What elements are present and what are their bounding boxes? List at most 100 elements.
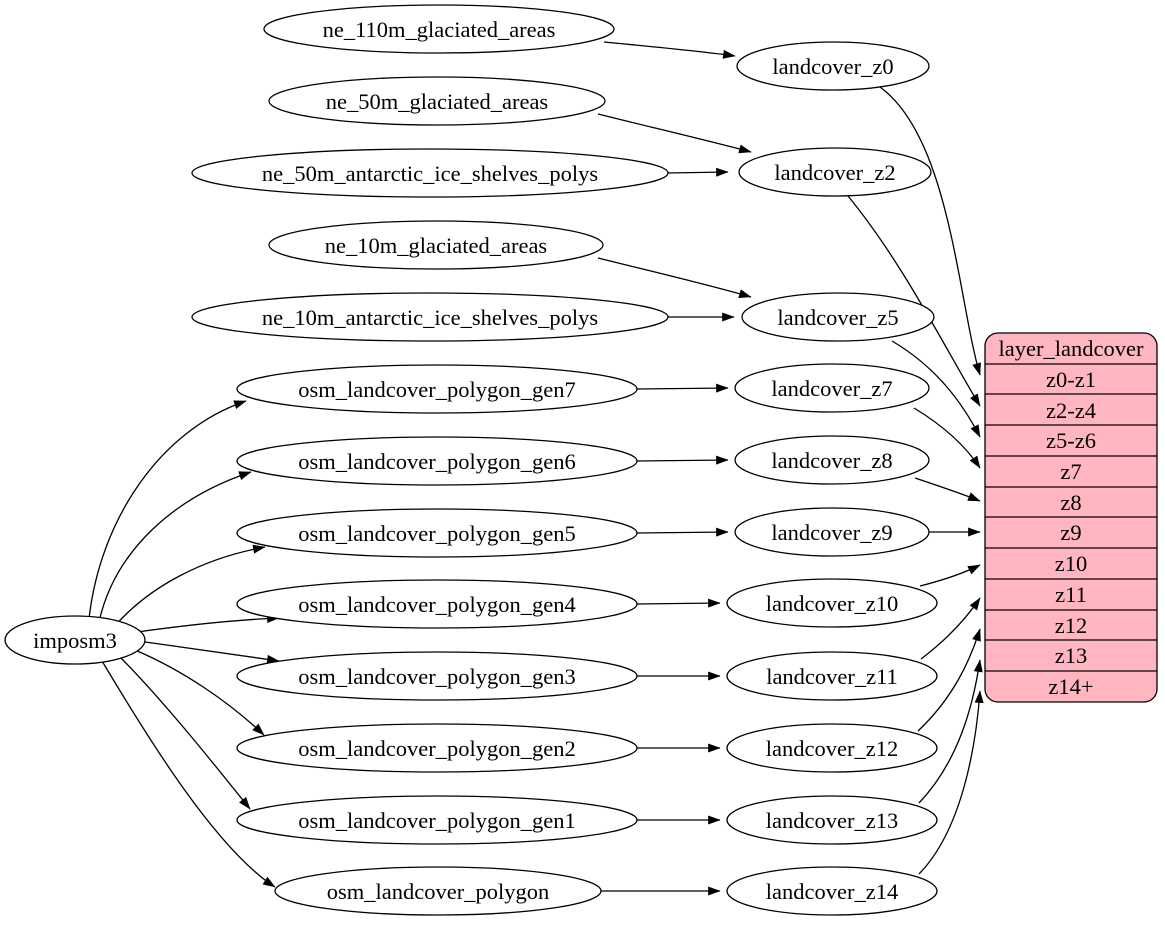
table-row-label: z5-z6 — [1046, 428, 1096, 453]
table-title: layer_landcover — [999, 336, 1144, 361]
node-ne-50m-glaciated-areas: ne_50m_glaciated_areas — [268, 76, 606, 126]
edge-gen7-to-z7 — [636, 383, 729, 393]
edge-z11-to-row-z11 — [920, 597, 981, 660]
node-landcover-z14: landcover_z14 — [726, 866, 938, 916]
node-osm-landcover-polygon-gen4-shape — [236, 579, 638, 629]
node-osm-landcover-polygon-gen2: osm_landcover_polygon_gen2 — [236, 723, 638, 773]
node-ne-10m-glaciated-areas-shape — [268, 220, 604, 270]
edge-ne50m-antarctic-to-z2 — [666, 167, 729, 177]
edge-z12-to-row-z12 — [917, 628, 981, 732]
node-osm-landcover-polygon-shape — [274, 866, 602, 916]
node-landcover-z12-label: landcover_z12 — [766, 736, 898, 761]
table-row-separators — [985, 363, 1157, 672]
node-ne-50m-glaciated-areas-shape — [268, 76, 606, 126]
node-osm-landcover-polygon-gen1: osm_landcover_polygon_gen1 — [236, 795, 638, 845]
node-landcover-z8-label: landcover_z8 — [771, 448, 892, 473]
node-landcover-z2-shape — [738, 147, 932, 197]
node-landcover-z14-label: landcover_z14 — [766, 879, 898, 904]
edge-z7-to-row-z7 — [913, 407, 981, 469]
node-landcover-z12-shape — [726, 723, 938, 773]
node-landcover-z11-label: landcover_z11 — [766, 664, 898, 689]
node-landcover-z2-label: landcover_z2 — [774, 160, 895, 185]
node-ne-50m-antarctic-ice-shelves-polys-shape — [191, 148, 669, 198]
node-landcover-z8-shape — [734, 435, 930, 485]
table-row-label: z12 — [1055, 613, 1088, 638]
edge-ne10m-to-z5 — [597, 257, 752, 299]
node-ne-50m-antarctic-ice-shelves-polys: ne_50m_antarctic_ice_shelves_polys — [191, 148, 669, 198]
node-osm-landcover-polygon-gen1-label: osm_landcover_polygon_gen1 — [298, 808, 575, 833]
node-ne-50m-antarctic-ice-shelves-polys-label: ne_50m_antarctic_ice_shelves_polys — [262, 161, 598, 186]
node-landcover-z7-shape — [734, 363, 930, 413]
node-landcover-z7-label: landcover_z7 — [771, 376, 892, 401]
node-landcover-z10: landcover_z10 — [726, 578, 938, 628]
node-imposm3-label: imposm3 — [33, 628, 117, 653]
node-osm-landcover-polygon: osm_landcover_polygon — [274, 866, 602, 916]
node-landcover-z2: landcover_z2 — [738, 147, 932, 197]
node-imposm3-shape — [4, 615, 146, 665]
edge-gen5-to-z9 — [636, 527, 729, 537]
node-osm-landcover-polygon-gen5-label: osm_landcover_polygon_gen5 — [298, 521, 575, 546]
edge-imposm3-to-gen2 — [134, 649, 265, 736]
node-ne-110m-glaciated-areas-label: ne_110m_glaciated_areas — [323, 17, 556, 42]
table-row-label: z10 — [1055, 551, 1088, 576]
node-osm-landcover-polygon-gen6-shape — [236, 436, 638, 486]
node-imposm3: imposm3 — [4, 615, 146, 665]
node-osm-landcover-polygon-gen3-label: osm_landcover_polygon_gen3 — [298, 664, 575, 689]
edge-z5-to-row-z5z6 — [891, 340, 981, 438]
node-landcover-z5-shape — [741, 292, 935, 342]
node-landcover-z13-label: landcover_z13 — [766, 808, 898, 833]
table-row-label: z2-z4 — [1046, 398, 1096, 423]
node-landcover-z11: landcover_z11 — [726, 651, 938, 701]
nodes: imposm3 ne_110m_glaciated_areas ne_50m_g… — [4, 4, 938, 916]
node-osm-landcover-polygon-gen5-shape — [236, 508, 638, 558]
edge-z14-to-row-z14plus — [918, 690, 984, 875]
edge-imposm3-to-gen5 — [112, 544, 266, 629]
node-osm-landcover-polygon-gen2-shape — [236, 723, 638, 773]
edge-ne50m-to-z2 — [597, 113, 752, 154]
node-ne-10m-antarctic-ice-shelves-polys-shape — [191, 292, 669, 342]
edges — [88, 41, 984, 896]
table-row-label: z13 — [1055, 643, 1088, 668]
node-ne-50m-glaciated-areas-label: ne_50m_glaciated_areas — [326, 89, 548, 114]
node-osm-landcover-polygon-gen4-label: osm_landcover_polygon_gen4 — [298, 592, 575, 617]
edge-z13-to-row-z13 — [918, 659, 983, 804]
node-ne-10m-glaciated-areas: ne_10m_glaciated_areas — [268, 220, 604, 270]
edge-z8-to-row-z8 — [914, 477, 981, 502]
node-landcover-z11-shape — [726, 651, 938, 701]
node-landcover-z9-label: landcover_z9 — [771, 520, 892, 545]
node-landcover-z12: landcover_z12 — [726, 723, 938, 773]
node-landcover-z8: landcover_z8 — [734, 435, 930, 485]
edge-imposm3-to-gen6 — [98, 471, 252, 623]
node-osm-landcover-polygon-gen7-shape — [236, 364, 638, 414]
node-ne-10m-antarctic-ice-shelves-polys-label: ne_10m_antarctic_ice_shelves_polys — [262, 305, 598, 330]
edge-z10-to-row-z10 — [919, 564, 981, 587]
node-ne-10m-glaciated-areas-label: ne_10m_glaciated_areas — [325, 233, 547, 258]
edge-gen6-to-z8 — [636, 455, 729, 465]
node-landcover-z0-label: landcover_z0 — [772, 54, 893, 79]
edge-imposm3-to-gen7 — [88, 400, 247, 620]
node-osm-landcover-polygon-gen3: osm_landcover_polygon_gen3 — [236, 651, 638, 701]
node-landcover-z13-shape — [726, 795, 938, 845]
node-ne-10m-antarctic-ice-shelves-polys: ne_10m_antarctic_ice_shelves_polys — [191, 292, 669, 342]
table-row-label: z0-z1 — [1046, 367, 1096, 392]
node-landcover-z0-shape — [736, 41, 930, 91]
node-landcover-z10-shape — [726, 578, 938, 628]
edge-gen4-to-z10 — [636, 598, 721, 608]
node-landcover-z5: landcover_z5 — [741, 292, 935, 342]
table-row-label: z14+ — [1048, 674, 1093, 699]
node-osm-landcover-polygon-gen6-label: osm_landcover_polygon_gen6 — [298, 449, 575, 474]
node-osm-landcover-polygon-gen7: osm_landcover_polygon_gen7 — [236, 364, 638, 414]
node-ne-110m-glaciated-areas: ne_110m_glaciated_areas — [263, 4, 615, 54]
node-osm-landcover-polygon-gen6: osm_landcover_polygon_gen6 — [236, 436, 638, 486]
node-landcover-z9: landcover_z9 — [734, 507, 930, 557]
node-osm-landcover-polygon-label: osm_landcover_polygon — [327, 879, 549, 904]
node-osm-landcover-polygon-gen5: osm_landcover_polygon_gen5 — [236, 508, 638, 558]
node-landcover-z14-shape — [726, 866, 938, 916]
edge-z0-to-row-z0z1 — [879, 86, 981, 376]
node-landcover-z7: landcover_z7 — [734, 363, 930, 413]
node-osm-landcover-polygon-gen2-label: osm_landcover_polygon_gen2 — [298, 736, 575, 761]
node-osm-landcover-polygon-gen7-label: osm_landcover_polygon_gen7 — [298, 377, 575, 402]
table-layer-landcover: layer_landcover z0-z1 z2-z4 z5-z6 z7 z8 … — [984, 332, 1158, 703]
